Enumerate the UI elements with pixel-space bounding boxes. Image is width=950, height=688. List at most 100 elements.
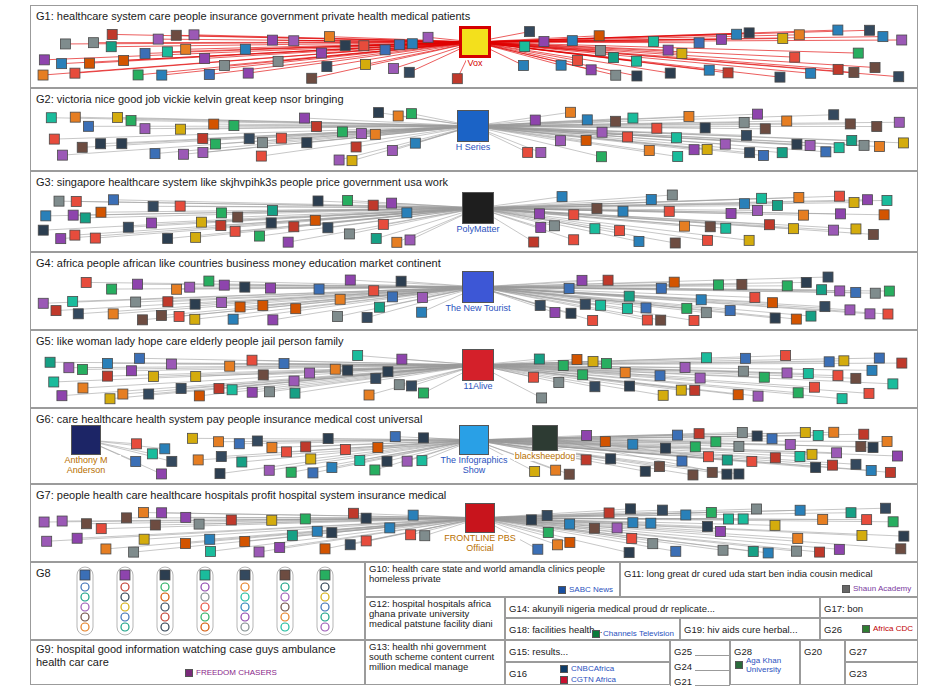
avatar-square bbox=[782, 116, 792, 126]
avatar-square bbox=[767, 434, 777, 444]
account-icon bbox=[560, 676, 568, 684]
spoke-line bbox=[179, 287, 478, 316]
avatar-square bbox=[387, 198, 397, 208]
avatar-square bbox=[870, 288, 880, 298]
avatar-square bbox=[859, 140, 869, 150]
avatar-square bbox=[265, 283, 275, 293]
avatar-square bbox=[327, 528, 337, 538]
avatar-square bbox=[689, 145, 699, 155]
account-icon bbox=[862, 625, 870, 633]
avatar-square bbox=[622, 303, 632, 313]
group-panel: G15: results... bbox=[505, 640, 670, 662]
avatar-square bbox=[745, 148, 755, 158]
avatar-square bbox=[885, 467, 895, 477]
avatar-square bbox=[345, 275, 355, 285]
group-panel: G3: singapore healthcare system like skj… bbox=[30, 171, 918, 252]
avatar-square bbox=[117, 139, 127, 149]
avatar-square bbox=[706, 507, 716, 517]
avatar-square bbox=[588, 356, 598, 366]
avatar-square bbox=[897, 358, 907, 368]
avatar-square bbox=[190, 299, 200, 309]
account-icon bbox=[592, 630, 600, 638]
avatar-square bbox=[96, 524, 106, 534]
avatar-square bbox=[209, 119, 219, 129]
account-icon bbox=[842, 585, 850, 593]
avatar-square bbox=[351, 142, 361, 152]
spoke-line bbox=[478, 277, 828, 287]
isolate-dot bbox=[201, 603, 209, 611]
avatar-square bbox=[656, 315, 666, 325]
avatar-square bbox=[279, 359, 289, 369]
group-heading: G26 bbox=[821, 624, 845, 636]
avatar-square bbox=[176, 124, 186, 134]
avatar-square bbox=[818, 514, 828, 524]
avatar-square bbox=[153, 34, 163, 44]
group-panel: G12: hospital hospitals africa ghana pri… bbox=[365, 597, 505, 640]
avatar-square bbox=[661, 443, 671, 453]
avatar-square bbox=[373, 443, 383, 453]
avatar-square bbox=[868, 442, 878, 452]
group-panel: G27 bbox=[845, 640, 918, 662]
avatar-square bbox=[677, 456, 687, 466]
spoke-line bbox=[475, 42, 600, 51]
avatar-square bbox=[196, 217, 206, 227]
avatar-square bbox=[38, 225, 48, 235]
avatar-square bbox=[147, 218, 157, 228]
avatar-square bbox=[670, 238, 680, 248]
avatar-square bbox=[870, 63, 880, 73]
avatar-square bbox=[765, 220, 775, 230]
avatar-square bbox=[70, 112, 80, 122]
spoke-line bbox=[288, 208, 478, 242]
avatar-square bbox=[214, 437, 224, 447]
avatar-square bbox=[371, 234, 381, 244]
account-icon bbox=[462, 271, 494, 303]
avatar-square bbox=[163, 297, 173, 307]
isolate-dot bbox=[281, 593, 289, 601]
avatar-square bbox=[805, 140, 815, 150]
avatar-square bbox=[849, 67, 859, 77]
avatar-square bbox=[131, 297, 141, 307]
isolate-dot bbox=[201, 613, 209, 621]
isolate-dot bbox=[241, 623, 249, 631]
avatar-square bbox=[615, 226, 625, 236]
avatar-square bbox=[226, 515, 236, 525]
account-node: blacksheepdog bbox=[513, 425, 577, 461]
avatar-square bbox=[703, 452, 713, 462]
avatar-square bbox=[198, 133, 208, 143]
spoke-line bbox=[43, 208, 478, 230]
avatar-square bbox=[899, 531, 909, 541]
avatar-square bbox=[821, 147, 831, 157]
group-panel: G19: hiv aids cure herbal... bbox=[680, 618, 820, 640]
avatar-square bbox=[394, 380, 404, 390]
avatar-square bbox=[537, 393, 547, 403]
avatar-square bbox=[518, 60, 528, 70]
group-heading: G9: hospital good information watching c… bbox=[32, 642, 363, 670]
avatar-square bbox=[190, 314, 200, 324]
avatar-square bbox=[857, 531, 867, 541]
avatar-square bbox=[578, 370, 588, 380]
avatar-square bbox=[694, 429, 704, 439]
account-label: Shaun Academy bbox=[852, 584, 912, 593]
avatar-square bbox=[417, 293, 427, 303]
avatar-square bbox=[689, 315, 699, 325]
avatar-square bbox=[407, 109, 417, 119]
avatar-square bbox=[144, 389, 154, 399]
spoke-line bbox=[199, 365, 478, 396]
avatar-square bbox=[520, 42, 530, 52]
avatar-square bbox=[845, 305, 855, 315]
avatar-square bbox=[785, 439, 795, 449]
avatar-square bbox=[620, 368, 630, 378]
avatar-square bbox=[286, 467, 296, 477]
avatar-square bbox=[167, 456, 177, 466]
group-panel: G18: facilities health...Channels Televi… bbox=[505, 618, 680, 640]
avatar-square bbox=[334, 155, 344, 165]
avatar-square bbox=[280, 570, 290, 580]
account-label: Anthony M Anderson bbox=[51, 455, 121, 475]
avatar-square bbox=[308, 468, 318, 478]
isolate-column bbox=[317, 567, 333, 635]
avatar-square bbox=[671, 133, 681, 143]
avatar-square bbox=[301, 442, 311, 452]
avatar-square bbox=[753, 391, 763, 401]
spoke-line bbox=[62, 126, 473, 155]
avatar-square bbox=[558, 360, 568, 370]
